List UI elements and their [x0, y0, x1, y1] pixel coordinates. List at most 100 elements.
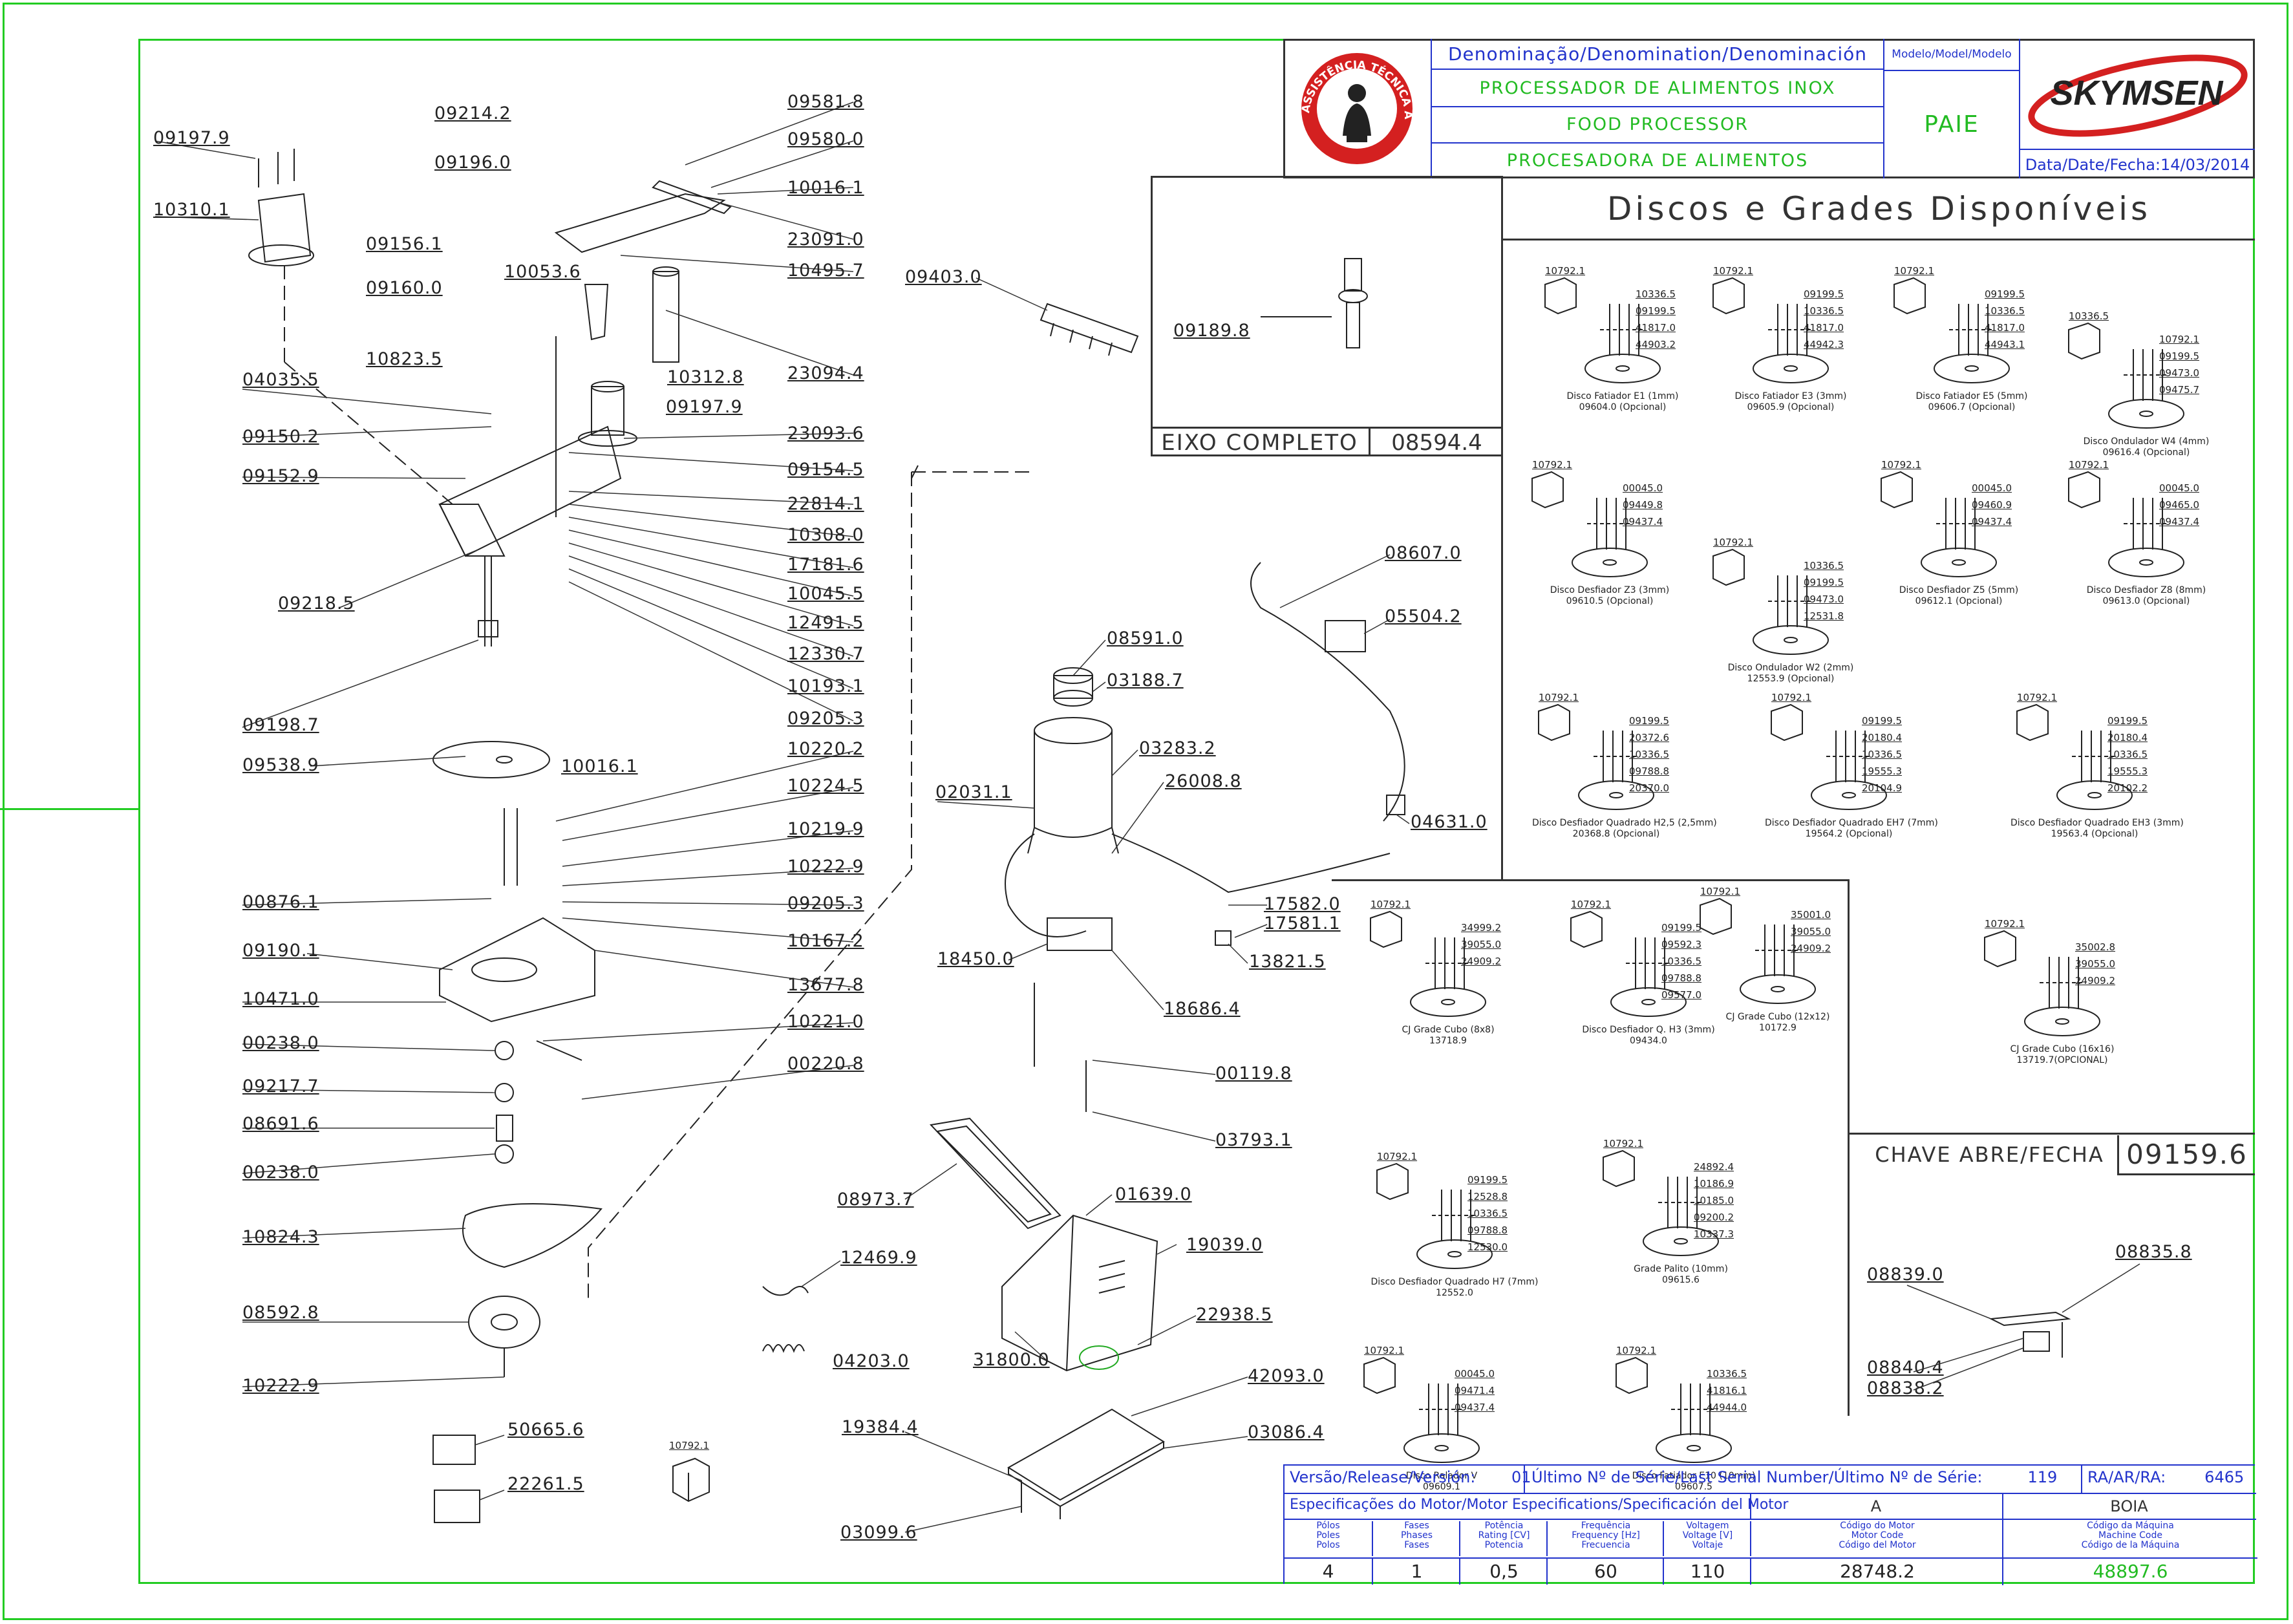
disc-part-label: 10792.1	[1713, 537, 1754, 548]
disc-caption: Disco Ondulador W2 (2mm)	[1727, 663, 1854, 673]
spec-header-line: Potência	[1484, 1521, 1524, 1531]
name-english: FOOD PROCESSOR	[1432, 106, 1883, 144]
part-label: 10310.1	[153, 200, 230, 220]
part-label: 04203.0	[833, 1351, 910, 1371]
part-label: 31800.0	[973, 1350, 1050, 1370]
disc-part-label: 10792.1	[2017, 692, 2058, 703]
spec-header-line: Fases	[1404, 1521, 1429, 1531]
disc-part-label: 10185.0	[1694, 1195, 1734, 1206]
part-label: 10471.0	[242, 989, 319, 1009]
part-label: 08691.6	[242, 1114, 319, 1134]
disc-part-label: 09199.5	[1467, 1174, 1508, 1186]
disc-drawing	[1531, 471, 1648, 577]
disc-code: 12552.0	[1436, 1288, 1473, 1298]
disc-part-label: 10336.5	[1804, 305, 1844, 317]
disc-part-label: 10336.5	[1707, 1368, 1747, 1380]
spec-header-line: Polos	[1316, 1540, 1340, 1550]
part-label: 08592.8	[242, 1303, 319, 1323]
gasket-drawing	[929, 1117, 1061, 1230]
part-label: 18686.4	[1164, 999, 1241, 1019]
part-label: 22261.5	[507, 1474, 584, 1494]
disc-part-label: 10792.1	[1571, 899, 1612, 910]
disc-drawing	[2068, 471, 2184, 577]
disc-part-label: 10792.1	[1603, 1138, 1644, 1149]
spec-header-line: Frequency [Hz]	[1572, 1530, 1640, 1541]
part-label: 10167.2	[787, 931, 864, 951]
spec-value: 60	[1546, 1557, 1664, 1585]
disc-drawing	[1881, 471, 1997, 577]
part-label: 09156.1	[366, 234, 443, 254]
disc-code: 09607.5	[1675, 1482, 1712, 1492]
disc-drawing	[1570, 910, 1687, 1017]
part-label: 10016.1	[561, 756, 638, 776]
spec-value: 28748.2	[1750, 1557, 2003, 1585]
spec-header-line: Frequência	[1581, 1521, 1631, 1531]
part-label: 00220.8	[787, 1054, 864, 1074]
disc-part-label: 09437.4	[2159, 516, 2200, 528]
date-field: Data/Date/Fecha:14/03/2014	[2020, 149, 2255, 180]
spring-drawing	[762, 1286, 809, 1296]
part-label: 09403.0	[905, 267, 982, 287]
disc-code: 13718.9	[1429, 1036, 1467, 1046]
titleblock: Versão/Release/Versión: 01 Último Nº de …	[1283, 1464, 2257, 1585]
disc-part-label: 00045.0	[1623, 482, 1663, 494]
part-label: 10219.9	[787, 819, 864, 839]
disc-code: 09604.0 (Opcional)	[1579, 402, 1667, 412]
disc-part-label: 24892.4	[1694, 1161, 1734, 1173]
disc-part-label: 10792.1	[1771, 692, 1812, 703]
disc-part-label: 41816.1	[1707, 1385, 1747, 1396]
disc-drawing	[1370, 910, 1486, 1017]
part-label: 04035.5	[242, 370, 319, 390]
disc-part-label: 09199.5	[1629, 715, 1670, 727]
switch-part-label: 08835.8	[2115, 1242, 2192, 1262]
disc-drawing	[1603, 1149, 1719, 1256]
switch-divider	[1848, 1133, 2255, 1135]
part-label: 23091.0	[787, 230, 864, 250]
part-label: 09217.7	[242, 1076, 319, 1096]
disc-caption: Disco Fatiador E1 (1mm)	[1566, 391, 1679, 401]
part-label: 10045.5	[787, 584, 864, 604]
part-label: 01639.0	[1115, 1184, 1192, 1204]
disc-part-label: 44944.0	[1707, 1402, 1747, 1413]
disc-part-label: 09199.5	[2107, 715, 2148, 727]
side-tick	[0, 808, 138, 810]
part-label: 10221.0	[787, 1012, 864, 1032]
part-label: 50665.6	[507, 1420, 584, 1440]
spec-header-line: Rating [CV]	[1478, 1530, 1530, 1541]
disc-part-label: 09592.3	[1661, 939, 1702, 950]
part-label: 09205.3	[787, 893, 864, 914]
spec-header-line: Potencia	[1484, 1540, 1524, 1550]
disc-caption: Disco Desfiador Q. H3 (3mm)	[1582, 1025, 1715, 1035]
disc-code: 12553.9 (Opcional)	[1747, 674, 1835, 684]
ra-value: 6465	[2204, 1468, 2245, 1486]
spec-header-line: Phases	[1400, 1530, 1433, 1541]
bowl-body-drawing	[432, 741, 603, 1377]
disc-part-label: 12528.8	[1467, 1191, 1508, 1202]
part-label: 19384.4	[842, 1417, 919, 1437]
spec-value: 0,5	[1459, 1557, 1548, 1585]
part-label: 42093.0	[1248, 1366, 1325, 1386]
disc-part-label: 09199.5	[1804, 577, 1844, 588]
shaft-drawing	[1261, 258, 1368, 348]
disc-part-label: 09199.5	[2159, 350, 2200, 362]
disc-part-label: 20102.2	[2107, 782, 2148, 794]
switch-drawing	[1989, 1311, 2071, 1358]
spec-header-line: Voltagem	[1686, 1521, 1729, 1531]
part-label: 02031.1	[935, 782, 1012, 802]
disc-part-label: 09460.9	[1972, 499, 2012, 511]
disc-drawing	[1893, 277, 2010, 383]
disc-part-label: 10336.5	[2107, 749, 2148, 760]
disc-part-label: 09577.0	[1661, 989, 1702, 1001]
